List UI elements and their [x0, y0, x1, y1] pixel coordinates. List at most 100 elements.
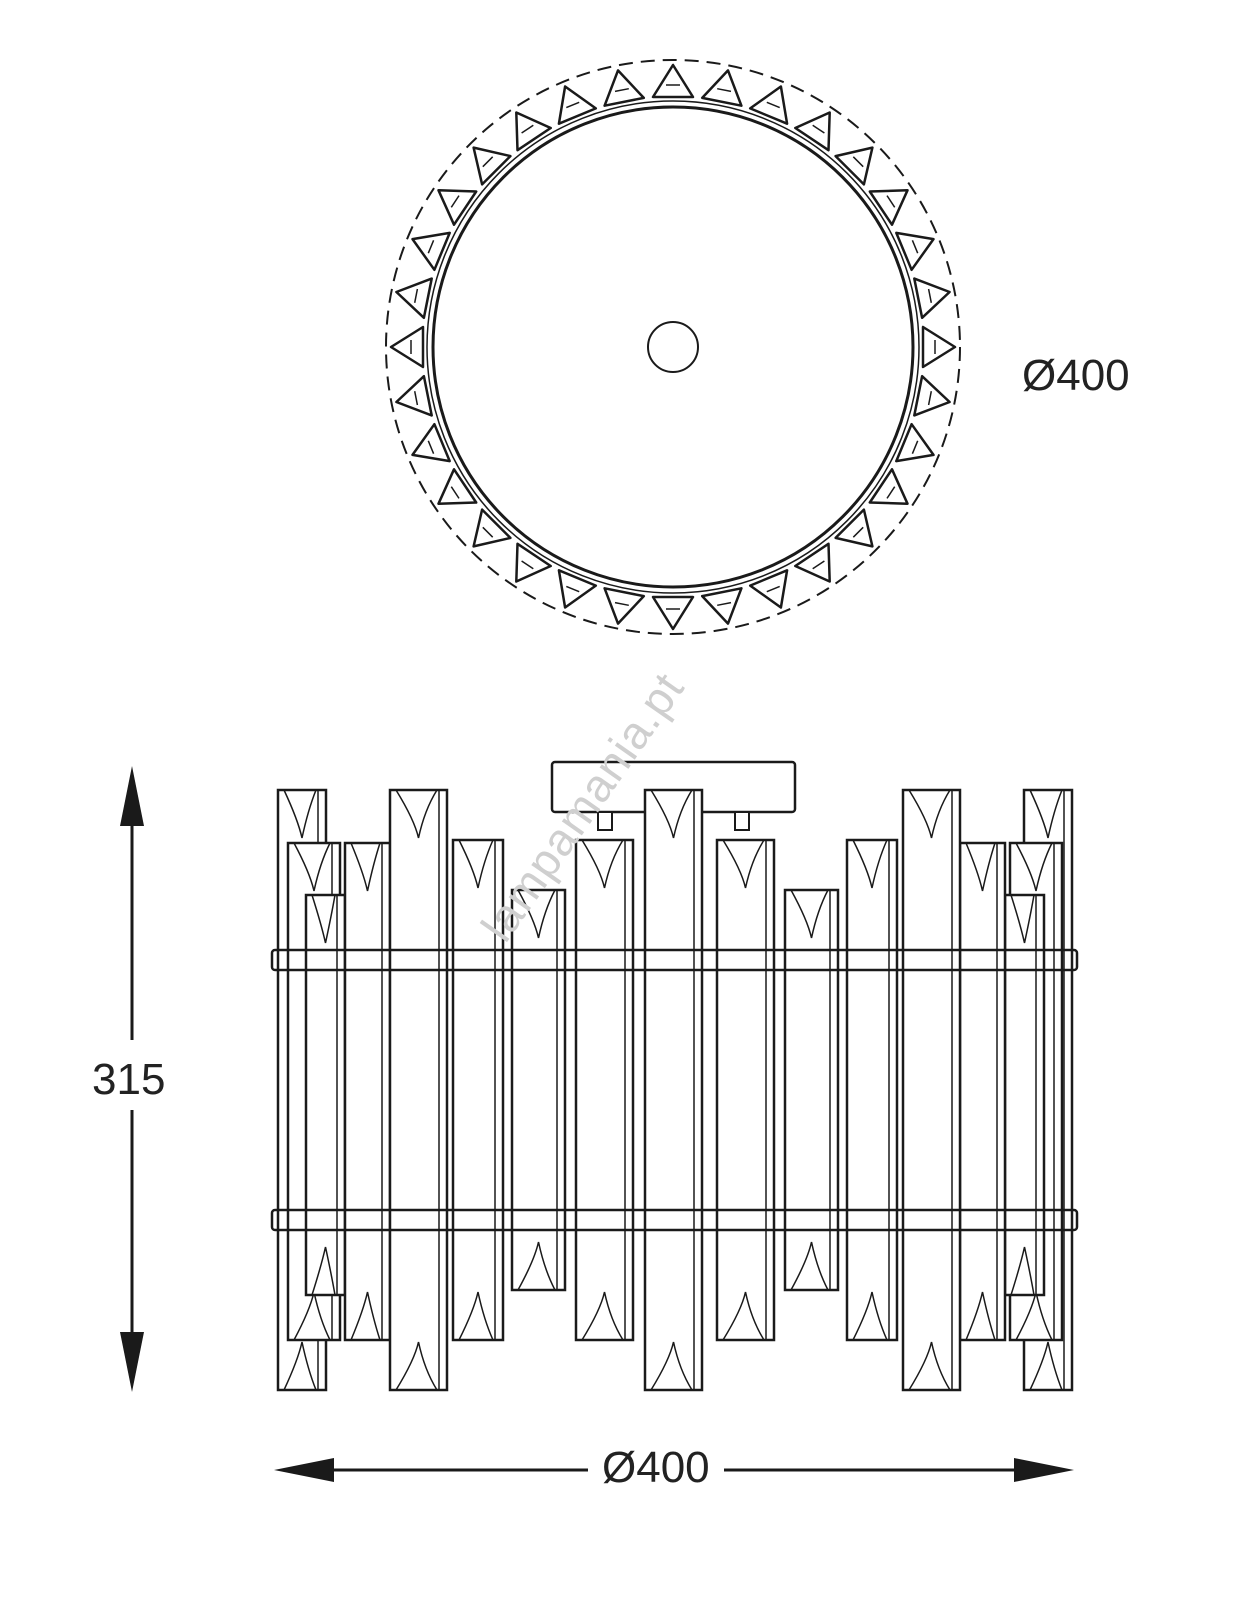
crystal-bar [958, 841, 1007, 1342]
bar-facet-bottom [722, 1291, 765, 1341]
bar-facet-bottom [650, 1341, 693, 1391]
bar-facet-top [293, 842, 331, 892]
center-mount-circle [647, 321, 699, 373]
bar-facet-top [650, 789, 693, 839]
crystal-facet [566, 101, 580, 109]
crystal-bar [643, 788, 704, 1392]
crystal-triangle [557, 85, 598, 125]
crystal-bar [510, 888, 567, 1292]
retaining-band [270, 1208, 1079, 1232]
crystal-triangle [834, 146, 874, 186]
crystal-facet [482, 156, 494, 168]
bar-facet-top [458, 839, 494, 889]
bar-facet-top [852, 839, 888, 889]
crystal-triangle [389, 325, 425, 369]
crystal-triangle [437, 189, 478, 226]
crystal-triangle [651, 595, 695, 631]
crystal-triangle [868, 468, 909, 505]
crystal-triangle [748, 85, 789, 125]
inner-ring [426, 100, 920, 594]
bar-facet-top [965, 842, 996, 892]
crystal-facet [911, 240, 919, 254]
arrow-left-icon [274, 1458, 334, 1482]
crystal-triangle [700, 69, 743, 107]
crystal-facet [521, 124, 534, 134]
crystal-bar [1003, 893, 1046, 1297]
arrow-up-icon [120, 766, 144, 826]
retaining-band [270, 948, 1079, 972]
crystal-triangle [913, 374, 951, 417]
crystal-triangle [515, 542, 552, 583]
crystal-facet [450, 486, 460, 499]
crystal-facet [911, 440, 919, 454]
crystal-facet [427, 440, 435, 454]
crystal-bar [388, 788, 449, 1392]
side-view [270, 760, 1079, 1392]
crystal-triangle [411, 231, 451, 272]
crystal-facet [614, 601, 629, 607]
bar-facet-top [350, 842, 381, 892]
crystal-facet [927, 288, 933, 303]
bar-facet-top [311, 894, 336, 944]
bar-facet-top [517, 889, 556, 939]
crystal-facet [482, 526, 494, 538]
bar-facet-top [1029, 789, 1063, 839]
crystal-facet [812, 560, 825, 570]
crystal-triangle [603, 69, 646, 107]
bar-facet-bottom [350, 1291, 381, 1341]
crystal-facet [566, 585, 580, 593]
crystal-triangle [794, 542, 831, 583]
crystal-triangle [603, 587, 646, 625]
crystal-triangle [472, 146, 512, 186]
bar-facet-top [722, 839, 765, 889]
crystal-bar [901, 788, 962, 1392]
crystal-facet [886, 486, 896, 499]
crystal-triangle [895, 422, 935, 463]
bar-facet-bottom [581, 1291, 624, 1341]
crystal-triangle [515, 111, 552, 152]
bar-facet-top [1010, 894, 1035, 944]
crystal-triangle [411, 422, 451, 463]
bar-facet-top [283, 789, 317, 839]
crystal-triangle [395, 277, 433, 320]
crystal-facet [717, 601, 732, 607]
bar-facet-bottom [1010, 1246, 1035, 1296]
crystal-triangle [794, 111, 831, 152]
height-label: 315 [92, 1055, 166, 1104]
arrow-right-icon [1014, 1458, 1074, 1482]
outer-dashed-circle [385, 59, 961, 635]
crystal-facet [521, 560, 534, 570]
crystal-triangle [437, 468, 478, 505]
crystal-facet [766, 585, 780, 593]
crystal-facet [852, 156, 864, 168]
width-label: Ø400 [588, 1446, 724, 1490]
bar-facet-bottom [965, 1291, 996, 1341]
canopy-screw [734, 811, 750, 831]
crystal-triangle [557, 569, 598, 609]
crystal-triangle [700, 587, 743, 625]
crystal-triangle [895, 231, 935, 272]
crystal-triangle [921, 325, 957, 369]
bar-facet-bottom [1029, 1341, 1063, 1391]
crystal-bar [715, 838, 776, 1342]
bar-facet-bottom [283, 1341, 317, 1391]
crystal-facet [427, 240, 435, 254]
crystal-facet [450, 195, 460, 208]
crystal-triangle [868, 189, 909, 226]
bar-facet-bottom [517, 1241, 556, 1291]
crystal-facet [766, 101, 780, 109]
crystal-triangle [748, 569, 789, 609]
crystal-bar [304, 893, 347, 1297]
bar-facet-bottom [908, 1341, 951, 1391]
crystal-bar [574, 838, 635, 1342]
bar-facet-bottom [458, 1291, 494, 1341]
top-diameter-label: Ø400 [1022, 351, 1130, 400]
bar-facet-bottom [311, 1246, 336, 1296]
arrow-down-icon [120, 1332, 144, 1392]
crystal-triangle [651, 63, 695, 99]
crystal-triangle [395, 374, 433, 417]
crystal-facet [413, 288, 419, 303]
bar-facet-top [790, 889, 829, 939]
crystal-triangle [834, 508, 874, 548]
crystal-triangle [913, 277, 951, 320]
